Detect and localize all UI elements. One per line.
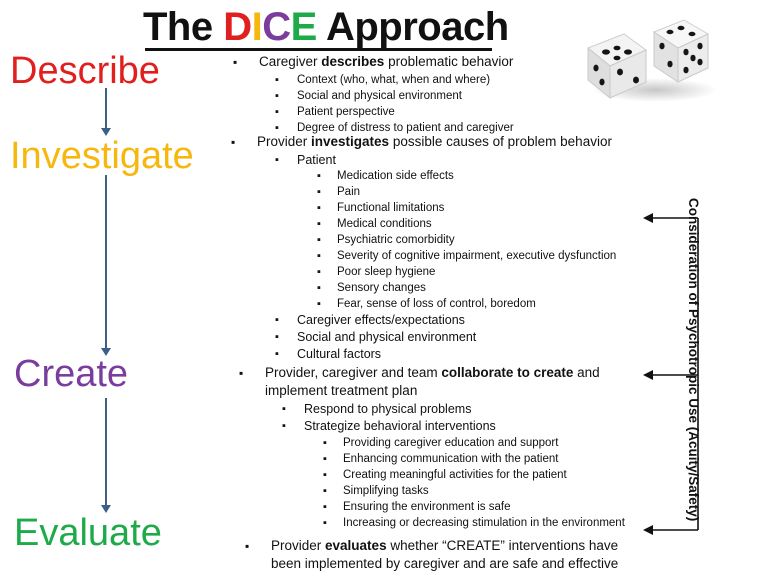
title-letter-c: C [262, 5, 291, 49]
title-prefix: The [143, 5, 224, 49]
create-bullet-line2: implement treatment plan [265, 383, 418, 398]
evaluate-bullet-line2: been implemented by caregiver and are sa… [271, 556, 619, 571]
flow-line-2 [105, 175, 107, 349]
patient-cause-item: Medical conditions [317, 216, 432, 232]
bracket-arrowhead [643, 370, 653, 380]
strategy-item: Ensuring the environment is safe [323, 499, 511, 515]
title-letter-i: I [251, 5, 263, 49]
consideration-bracket [643, 213, 699, 535]
describe-item: Degree of distress to patient and caregi… [275, 120, 514, 136]
create-bullet: Provider, caregiver and team collaborate… [239, 365, 600, 381]
patient-cause-item: Severity of cognitive impairment, execut… [317, 248, 616, 264]
bracket-arrowhead [643, 525, 653, 535]
investigate-other-item: Cultural factors [275, 346, 381, 362]
stage-create: Create [14, 353, 129, 395]
bracket-arrowhead [643, 213, 653, 223]
stage-evaluate: Evaluate [14, 512, 162, 554]
stage-describe: Describe [10, 50, 160, 92]
strategy-item: Increasing or decreasing stimulation in … [323, 515, 625, 531]
patient-cause-item: Pain [317, 184, 360, 200]
investigate-other-item: Caregiver effects/expectations [275, 312, 465, 328]
dice-icon [587, 19, 717, 102]
flow-line-1 [105, 88, 107, 128]
flow-arrow-2 [101, 348, 111, 356]
patient-cause-item: Fear, sense of loss of control, boredom [317, 296, 536, 312]
patient-cause-item: Psychiatric comorbidity [317, 232, 455, 248]
strategy-item: Enhancing communication with the patient [323, 451, 558, 467]
investigate-patient-label: Patient [275, 152, 336, 168]
evaluate-bullet: Provider evaluates whether “CREATE” inte… [245, 538, 618, 554]
title-suffix: Approach [316, 5, 509, 49]
stage-investigate: Investigate [10, 135, 194, 177]
title-letter-d: D [223, 5, 252, 49]
flow-arrow-1 [101, 128, 111, 136]
patient-cause-item: Functional limitations [317, 200, 444, 216]
strategy-item: Simplifying tasks [323, 483, 429, 499]
investigate-other-item: Social and physical environment [275, 329, 476, 345]
patient-cause-item: Sensory changes [317, 280, 426, 296]
investigate-bullet: Provider investigates possible causes of… [231, 134, 612, 150]
create-sub-item: Respond to physical problems [282, 401, 472, 417]
title-underline [145, 48, 492, 51]
psychotropic-consideration-label: Consideration of Psychotropic Use (Acuit… [686, 198, 701, 522]
strategy-item: Creating meaningful activities for the p… [323, 467, 567, 483]
describe-item: Context (who, what, when and where) [275, 72, 490, 88]
title-letter-e: E [290, 5, 318, 49]
die-left [587, 33, 647, 100]
flow-arrow-3 [101, 505, 111, 513]
page-title: The DICE Approach [143, 4, 509, 50]
flow-line-3 [105, 398, 107, 506]
strategy-item: Providing caregiver education and suppor… [323, 435, 558, 451]
create-sub-item: Strategize behavioral interventions [282, 418, 496, 434]
patient-cause-item: Poor sleep hygiene [317, 264, 436, 280]
describe-item: Social and physical environment [275, 88, 462, 104]
describe-item: Patient perspective [275, 104, 395, 120]
describe-bullet: Caregiver describes problematic behavior [233, 54, 513, 70]
die-right [652, 19, 710, 83]
patient-cause-item: Medication side effects [317, 168, 454, 184]
